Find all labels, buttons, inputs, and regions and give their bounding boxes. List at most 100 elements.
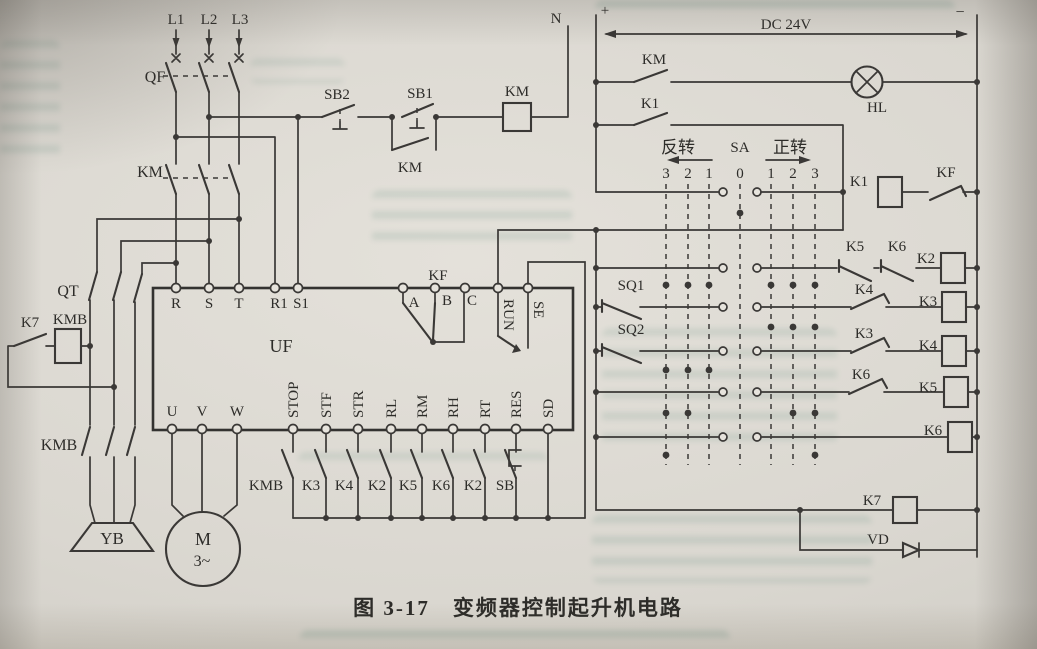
motor-circle [164, 510, 242, 588]
terminal-str [352, 423, 364, 435]
km-coil [501, 101, 533, 133]
label-kf-box: KF [428, 268, 447, 284]
label-k2-input: K2 [368, 478, 386, 494]
label-k6-nc2: K6 [852, 367, 871, 383]
label-stf: STF [319, 392, 335, 418]
dc-bus: + − DC 24V [595, 3, 978, 558]
label-terminal-s1: S1 [293, 296, 309, 312]
label-kmb-coil: KMB [53, 312, 87, 328]
terminal-r1 [269, 282, 281, 294]
label-a: A [409, 295, 420, 311]
label-kmb-input: KMB [249, 478, 283, 494]
label-rm: RM [415, 395, 431, 418]
vd-diode [901, 541, 922, 559]
label-km-aux: KM [398, 160, 422, 176]
label-k4-input: K4 [335, 478, 354, 494]
r1-s1-wires [175, 116, 299, 285]
label-sb1: SB1 [407, 86, 433, 102]
label-k5-coil: K5 [919, 380, 937, 396]
label-sa-reverse: 反转 [661, 138, 695, 157]
label-k1-no: K1 [641, 96, 659, 112]
label-k4-nc: K4 [855, 282, 874, 298]
run-se-contact: RUN SE [492, 282, 546, 353]
terminal-res [510, 423, 522, 435]
label-sa: SA [730, 140, 749, 156]
label-k6-coil: K6 [924, 423, 943, 439]
label-l1: L1 [168, 12, 185, 28]
label-k3-nc: K3 [855, 326, 873, 342]
sa-closure-dots [662, 209, 819, 459]
hl-lamp [850, 65, 884, 99]
label-terminal-s: S [205, 296, 213, 312]
terminal-u [166, 423, 178, 435]
contactor-control-branch: SB2 SB1 KM KM N [208, 11, 569, 176]
label-pos-f3: 3 [811, 166, 819, 182]
kmb-main-contacts [80, 425, 137, 457]
label-pos-r3: 3 [662, 166, 670, 182]
terminal-s [203, 282, 215, 294]
phase-arrow-icon [205, 38, 213, 48]
label-pos-f2: 2 [789, 166, 797, 182]
phase-arrow-icon [235, 38, 243, 48]
km-main-contacts [163, 163, 241, 196]
label-sa-forward: 正转 [773, 138, 807, 157]
relay-ladder: K1 KF K5 K6 K2 SQ1 K4 K3 SQ2 K3 K4 [595, 165, 978, 559]
k7-contact [12, 332, 48, 348]
label-k6-nc: K6 [888, 239, 907, 255]
label-se: SE [530, 301, 546, 319]
label-km-coil: KM [505, 84, 529, 100]
label-terminal-r: R [171, 296, 181, 312]
terminal-v [196, 423, 208, 435]
terminal-c [459, 282, 471, 294]
label-stop: STOP [286, 382, 302, 418]
label-b: B [442, 293, 452, 309]
label-yb: YB [100, 529, 124, 548]
motor: M 3~ [164, 433, 242, 588]
label-dc-minus: − [955, 4, 964, 21]
label-pos-r2: 2 [684, 166, 692, 182]
label-dc-24v: DC 24V [761, 17, 812, 33]
label-sq1: SQ1 [618, 278, 645, 294]
sa-selector: 反转 SA 正转 3 2 1 0 1 2 3 [661, 138, 819, 465]
label-motor: M [195, 529, 211, 549]
label-str: STR [351, 390, 367, 418]
pilot-lamp-row: KM HL [595, 52, 978, 116]
label-k2-coil: K2 [917, 251, 935, 267]
terminal-t [233, 282, 245, 294]
label-k6-input: K6 [432, 478, 451, 494]
label-qt: QT [57, 283, 79, 300]
terminal-sd [542, 423, 554, 435]
k1-coil [876, 175, 904, 209]
label-hl: HL [867, 100, 887, 116]
label-terminal-t: T [234, 296, 243, 312]
terminal-rh [447, 423, 459, 435]
qf-breaker [163, 61, 241, 94]
k7-coil [891, 495, 919, 525]
label-w: W [230, 404, 245, 420]
label-c: C [467, 293, 477, 309]
label-l2: L2 [201, 12, 218, 28]
label-km-no: KM [642, 52, 666, 68]
label-dc-plus: + [601, 3, 609, 19]
label-vd: VD [867, 532, 889, 548]
label-motor-phases: 3~ [194, 553, 211, 570]
inverter-box: UF R S T R1 S1 KF A B C [151, 268, 575, 435]
label-k2b-input: K2 [464, 478, 482, 494]
label-sb2: SB2 [324, 87, 350, 103]
terminal-rl [385, 423, 397, 435]
label-l3: L3 [232, 12, 249, 28]
label-res: RES [509, 390, 525, 418]
terminal-a [397, 282, 409, 294]
terminal-b [429, 282, 441, 294]
terminal-s1 [292, 282, 304, 294]
label-sq2: SQ2 [618, 322, 645, 338]
kmb-coil [53, 327, 83, 365]
label-pos-f1: 1 [767, 166, 775, 182]
label-sd: SD [541, 399, 557, 418]
terminal-rt [479, 423, 491, 435]
phase-arrow-icon [172, 38, 180, 48]
label-pos-r1: 1 [705, 166, 713, 182]
terminal-stf [320, 423, 332, 435]
label-sb-input: SB [496, 478, 514, 494]
